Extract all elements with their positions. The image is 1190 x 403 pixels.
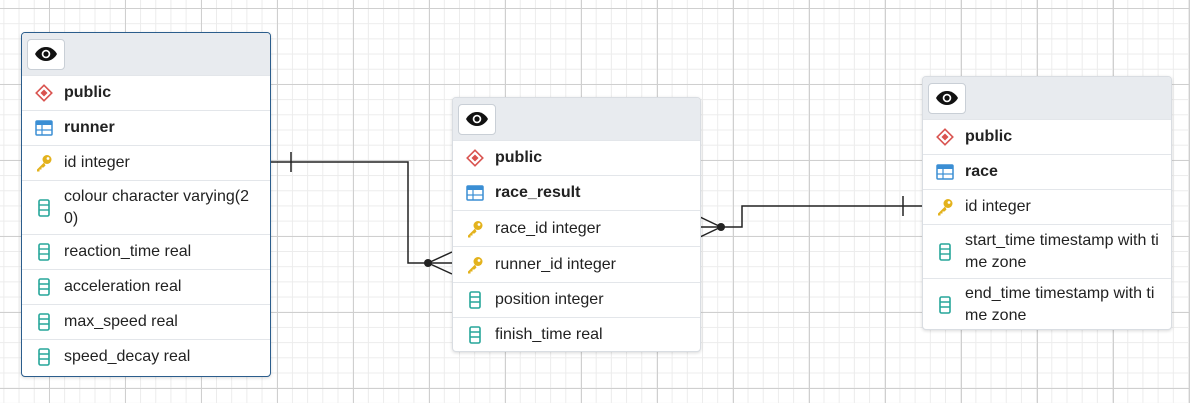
schema-icon: [935, 127, 955, 147]
column-icon: [34, 198, 54, 218]
column-icon: [34, 277, 54, 297]
column-icon: [34, 312, 54, 332]
eye-icon[interactable]: [458, 103, 496, 135]
column-label: speed_decay real: [64, 348, 191, 365]
column-row[interactable]: end_time timestamp with time zone: [923, 278, 1171, 329]
column-row[interactable]: runner_id integer: [453, 246, 700, 282]
column-icon: [34, 242, 54, 262]
column-row[interactable]: speed_decay real: [22, 339, 270, 374]
primary-key-icon: [465, 255, 485, 275]
schema-label: public: [965, 128, 1013, 145]
column-label: colour character varying(20): [64, 187, 249, 227]
table-name: runner: [64, 119, 115, 136]
column-label: max_speed real: [64, 313, 178, 330]
primary-key-icon: [465, 219, 485, 239]
column-label: position integer: [495, 291, 604, 308]
eye-icon[interactable]: [27, 38, 65, 70]
column-icon: [465, 325, 485, 345]
column-row[interactable]: acceleration real: [22, 269, 270, 304]
column-icon: [935, 242, 955, 262]
schema-icon: [465, 148, 485, 168]
column-label: reaction_time real: [64, 243, 192, 260]
column-row[interactable]: reaction_time real: [22, 234, 270, 269]
table-node-race-result[interactable]: public race_result race_id integer runne…: [452, 97, 701, 352]
table-name: race: [965, 163, 998, 180]
table-node-runner[interactable]: public runner id integer colour characte…: [21, 32, 271, 377]
table-header: [923, 77, 1171, 119]
schema-row: public: [453, 140, 700, 175]
column-icon: [465, 290, 485, 310]
column-row[interactable]: position integer: [453, 282, 700, 317]
column-label: acceleration real: [64, 278, 182, 295]
primary-key-icon: [34, 153, 54, 173]
schema-row: public: [22, 75, 270, 110]
table-header: [453, 98, 700, 140]
column-row[interactable]: max_speed real: [22, 304, 270, 339]
schema-label: public: [64, 84, 112, 101]
column-label: id integer: [965, 198, 1031, 215]
eye-icon[interactable]: [928, 82, 966, 114]
schema-label: public: [495, 149, 543, 166]
column-row[interactable]: start_time timestamp with time zone: [923, 224, 1171, 278]
relation-runner-race-result[interactable]: [271, 152, 453, 275]
relation-race-race-result[interactable]: [699, 196, 922, 238]
table-icon: [465, 183, 485, 203]
primary-key-icon: [935, 197, 955, 217]
table-name-row: runner: [22, 110, 270, 145]
column-label: finish_time real: [495, 326, 603, 343]
table-icon: [935, 162, 955, 182]
column-label: id integer: [64, 154, 130, 171]
column-row[interactable]: race_id integer: [453, 210, 700, 246]
column-label: runner_id integer: [495, 255, 616, 273]
column-label: end_time timestamp with time zone: [965, 285, 1155, 324]
column-row[interactable]: id integer: [923, 189, 1171, 224]
column-row[interactable]: finish_time real: [453, 317, 700, 351]
table-name: race_result: [495, 184, 581, 201]
schema-icon: [34, 83, 54, 103]
column-row[interactable]: colour character varying(20): [22, 180, 270, 234]
table-header: [22, 33, 270, 75]
column-row[interactable]: id integer: [22, 145, 270, 180]
column-label: start_time timestamp with time zone: [965, 231, 1159, 271]
column-label: race_id integer: [495, 219, 601, 237]
table-name-row: race: [923, 154, 1171, 189]
table-icon: [34, 118, 54, 138]
column-icon: [34, 347, 54, 367]
table-name-row: race_result: [453, 175, 700, 210]
schema-row: public: [923, 119, 1171, 154]
column-icon: [935, 295, 955, 315]
table-node-race[interactable]: public race id integer start_time timest…: [922, 76, 1172, 330]
